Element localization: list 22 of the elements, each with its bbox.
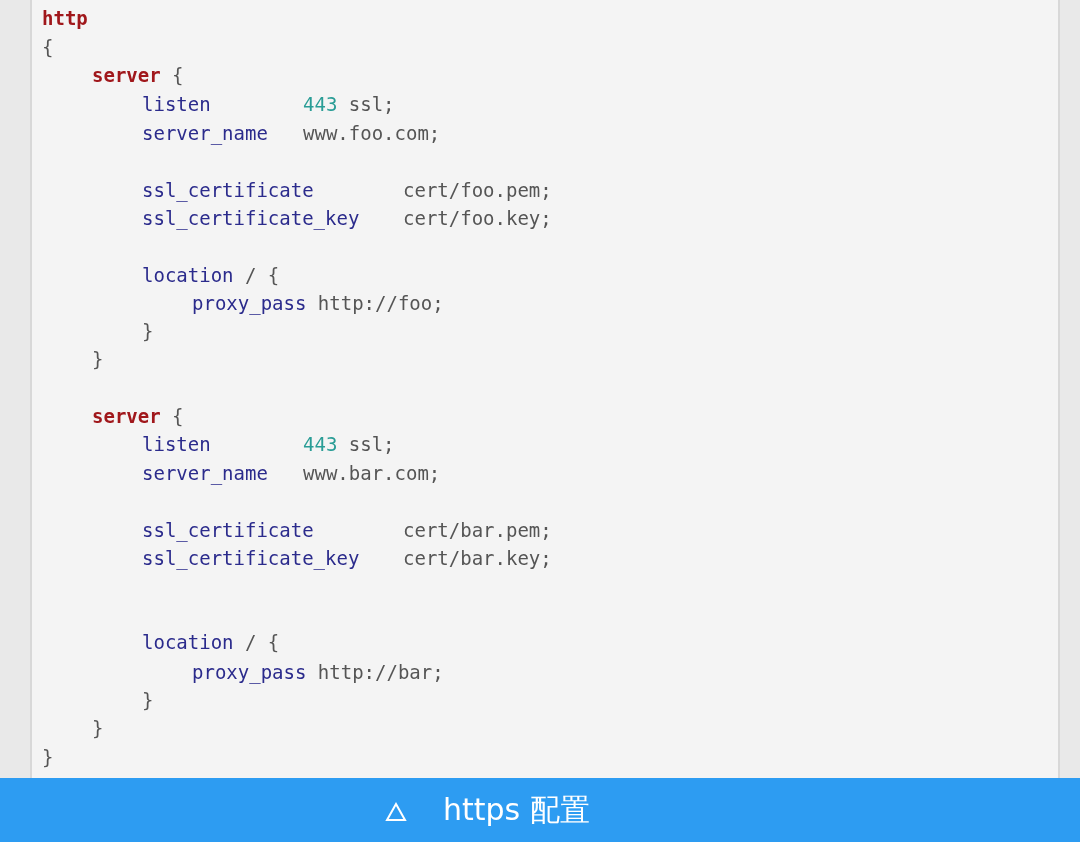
code-line: } (142, 688, 154, 712)
code-line: location / { (142, 263, 280, 287)
code-line: ssl_certificate cert/foo.pem; (142, 178, 552, 202)
code-line: } (92, 347, 104, 371)
code-line: proxy_pass http://bar; (192, 660, 444, 684)
code-line: server { (92, 404, 184, 428)
code-line: location / { (142, 630, 280, 654)
code-line: ssl_certificate_key cert/bar.key; (142, 546, 552, 570)
code-line: } (92, 716, 104, 740)
code-line: } (42, 745, 54, 769)
code-line: server { (92, 63, 184, 87)
code-line: server_name www.foo.com; (142, 121, 441, 145)
code-line: http (42, 6, 88, 30)
code-line: listen 443 ssl; (142, 432, 395, 456)
code-line: } (142, 319, 154, 343)
code-line: ssl_certificate cert/bar.pem; (142, 518, 552, 542)
code-line: listen 443 ssl; (142, 92, 395, 116)
code-line: { (42, 35, 54, 59)
caption: https 配置 (443, 791, 590, 829)
code-line: server_name www.bar.com; (142, 461, 441, 485)
code-line: proxy_pass http://foo; (192, 291, 444, 315)
code-line: ssl_certificate_key cert/foo.key; (142, 206, 552, 230)
